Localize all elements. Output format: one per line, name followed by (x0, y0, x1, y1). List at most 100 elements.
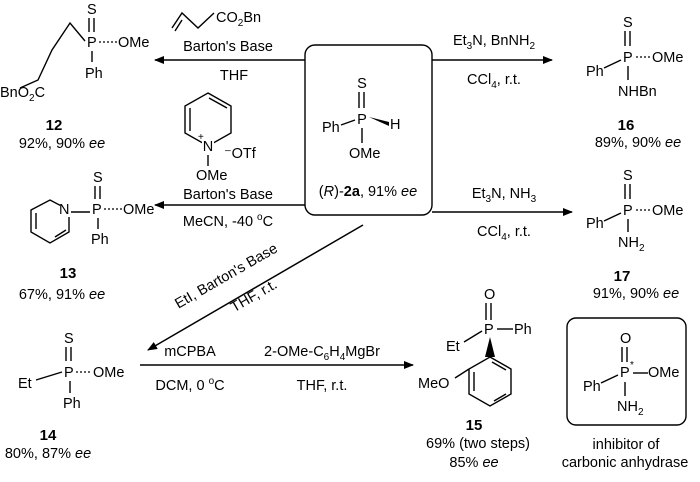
c15-bond-ome (454, 368, 470, 379)
c14-bond-et (35, 371, 63, 381)
charge-plus: + (198, 132, 204, 143)
c13-s: S (93, 170, 103, 186)
reagent-bartons-base-1: Barton's Base (183, 39, 273, 55)
c14-et: Et (18, 376, 32, 392)
atom-h: H (390, 117, 400, 133)
reagent-eti: EtI, Barton's Base (172, 241, 280, 313)
compound-2a: S P Ph H OMe (R)-2a, 91% ee (304, 44, 433, 216)
c12-ome: OMe (118, 35, 149, 51)
c13-label: 13 (60, 265, 77, 282)
inhibitor-caption-1: inhibitor of (593, 437, 661, 453)
c15-et: Et (446, 339, 460, 355)
atom-ome: OMe (349, 146, 380, 162)
acrylate-chain (171, 11, 215, 29)
c12-yield: 92%, 90% ee (19, 136, 105, 152)
c17-s: S (623, 168, 633, 184)
c16-p: P (623, 50, 633, 66)
inh-ome: OMe (648, 365, 679, 381)
c13-pyridine-ring (30, 199, 70, 244)
c14-ph: Ph (63, 396, 81, 412)
reagent-mcpba: mCPBA (164, 344, 216, 360)
compound-2a-box (304, 44, 433, 216)
c15-bond-et (463, 330, 483, 343)
c17-ph: Ph (586, 216, 604, 232)
c15-aryl-db2 (493, 393, 507, 402)
c14-ome: OMe (93, 365, 124, 381)
c17-bond-ph (603, 212, 622, 222)
c15-p: P (484, 322, 494, 338)
reagent-et3n-bnnh2: Et3N, BnNH2 (453, 33, 535, 52)
reagents-13: N + OMe ⁻OTf Barton's Base MeCN, -40 oC (183, 92, 273, 230)
inhibitor-compound: O P * Ph OMe NH2 inhibitor of carbonic a… (562, 317, 689, 471)
c15-wedge (485, 337, 495, 357)
reagent-ccl4-1: CCl4, r.t. (467, 72, 521, 91)
acrylate-double (174, 19, 183, 32)
c14-yield: 80%, 87% ee (5, 446, 91, 462)
atom-p: P (357, 112, 367, 128)
c13-n: N (59, 202, 69, 218)
reagent-grignard: 2-OMe-C6H4MgBr (264, 344, 380, 363)
c16-bond-ph (603, 59, 622, 69)
c17-nh2: NH2 (618, 235, 645, 254)
c17-p: P (623, 203, 633, 219)
inh-p: P (620, 365, 630, 381)
c12-label: 12 (46, 117, 63, 134)
c16-ph: Ph (586, 64, 604, 80)
c13-p: P (92, 202, 102, 218)
bond-wedge-h (369, 117, 389, 126)
c13-ph: Ph (91, 232, 109, 248)
arrow-to-14 (147, 224, 364, 351)
c13-yield: 67%, 91% ee (19, 287, 105, 303)
bond-ph (340, 119, 356, 126)
reagent-co2bn: CO2Bn (216, 10, 261, 29)
compound-15: O P Et Ph MeO 15 69% (two steps) 85% ee (418, 287, 532, 471)
inh-bond-ph (600, 374, 619, 384)
reagents-15: mCPBA DCM, 0 oC 2-OMe-C6H4MgBr THF, r.t. (155, 344, 380, 394)
reagent-bartons-base-2: Barton's Base (183, 187, 273, 203)
reagent-thf-rt-2: THF, r.t. (297, 378, 348, 394)
c15-yield-1: 69% (two steps) (426, 436, 530, 452)
c15-o: O (484, 287, 495, 303)
atom-n-plus: N (203, 139, 213, 155)
c12-chain (19, 21, 86, 89)
reagent-ccl4-2: CCl4, r.t. (477, 224, 531, 243)
compound-16: S P Ph OMe NHBn 16 89%, 90% ee (586, 15, 683, 151)
inh-nh2: NH2 (617, 399, 644, 418)
c13-ome: OMe (123, 202, 154, 218)
inhibitor-box (566, 317, 687, 426)
c14-s: S (64, 331, 74, 347)
compound-14: S P Et OMe Ph 14 80%, 87% ee (5, 331, 125, 462)
atom-ph: Ph (322, 120, 340, 136)
reagents-17: Et3N, NH3 CCl4, r.t. (472, 186, 537, 243)
c12-ph: Ph (85, 66, 103, 82)
c16-yield: 89%, 90% ee (595, 135, 681, 151)
c17-label: 17 (614, 268, 631, 285)
c14-label: 14 (40, 427, 57, 444)
c15-ph: Ph (514, 322, 532, 338)
counterion: ⁻OTf (224, 146, 257, 162)
inh-o: O (620, 331, 631, 347)
c13-db2 (54, 229, 67, 238)
c17-yield: 91%, 90% ee (593, 286, 679, 302)
reagent-thf-1: THF (220, 68, 248, 84)
c14-p: P (64, 365, 74, 381)
c17-ome: OMe (652, 203, 683, 219)
c16-s: S (623, 15, 633, 31)
pyridinium-db1 (208, 97, 228, 109)
c15-label: 15 (466, 417, 483, 434)
inh-star: * (630, 360, 634, 371)
compound-2a-caption: (R)-2a, 91% ee (319, 184, 417, 200)
reagents-16: Et3N, BnNH2 CCl4, r.t. (453, 33, 535, 91)
compound-13: N P S OMe Ph 13 67%, 91% ee (19, 170, 155, 303)
n-mask (202, 139, 214, 154)
c15-aryl-ring (468, 356, 512, 407)
reagents-12: CO2Bn Barton's Base THF (171, 10, 273, 84)
c16-ome: OMe (652, 50, 683, 66)
atom-s: S (357, 76, 367, 92)
c16-label: 16 (618, 117, 635, 134)
inhibitor-caption-2: carbonic anhydrase (562, 455, 689, 471)
c15-aryl-db3 (491, 361, 507, 371)
reagent-dcm: DCM, 0 oC (155, 376, 224, 394)
